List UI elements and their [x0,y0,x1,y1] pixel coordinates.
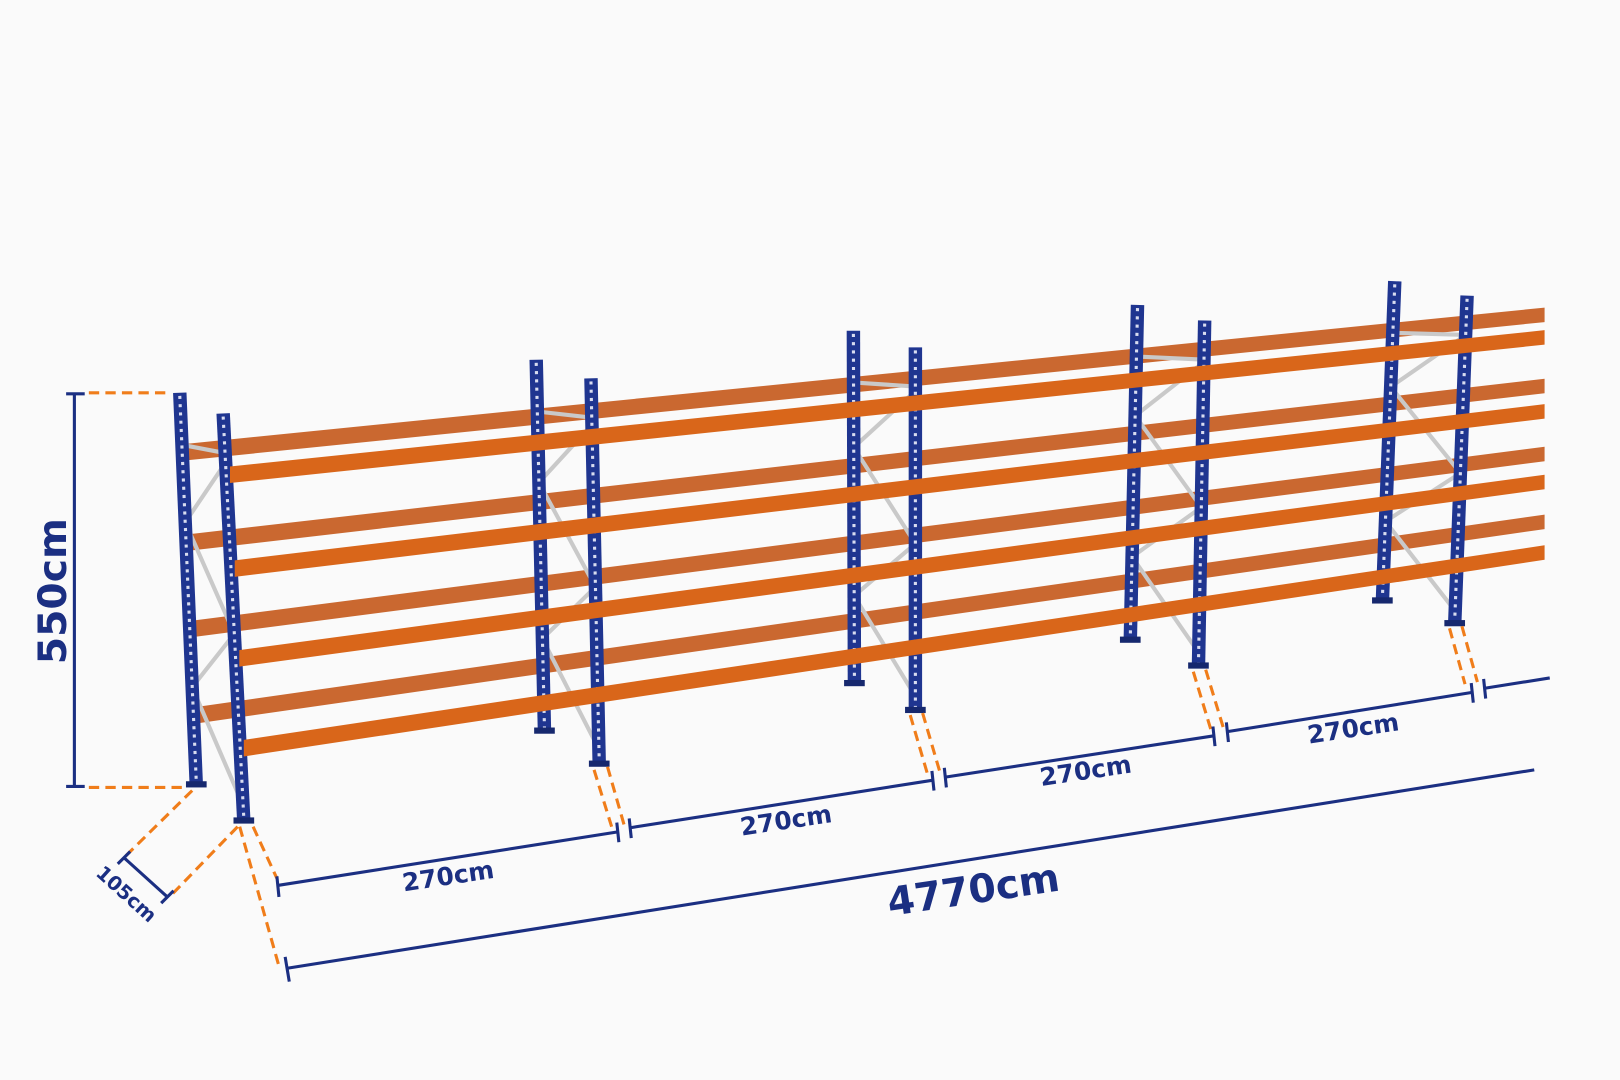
beam-f-level-2 [234,404,1545,577]
bay-label-4: 270cm [1305,707,1401,749]
frame-bracing-top [1394,330,1468,337]
frame-1 [173,392,255,824]
extension-dashes [88,391,1479,967]
upright [1123,304,1145,641]
depth-label: 105cm [91,861,161,927]
upright-footplate [185,781,207,788]
bay-label-2: 270cm [738,799,834,841]
beam-b-level-4 [197,514,1545,724]
frame-bracing-top [535,409,592,420]
upright-footplate [844,679,865,687]
height-label: 550cm [31,518,76,664]
upright-footplate [534,727,555,734]
bay-label-3: 270cm [1038,750,1134,792]
upright-holes [221,416,246,819]
front-beams [229,330,1545,757]
height-dimension [66,392,85,788]
upright-footplate [1372,597,1393,604]
upright-holes [1380,284,1397,599]
upright-footplate [1444,620,1466,627]
upright-holes [534,362,547,729]
total-length-label: 4770cm [884,856,1062,926]
upright-footplate [233,817,255,824]
upright-holes [1128,308,1140,638]
upright-footplate [588,760,610,767]
dimension-lines [116,676,1550,982]
frame-bracing-top [853,380,916,389]
beam-f-level-3 [239,474,1545,667]
bay-label-1: 270cm [400,855,496,897]
frame-bracing-top [1137,354,1205,362]
upright-footplate [1188,662,1209,669]
beam-f-level-4 [243,545,1545,757]
upright-footplate [905,706,926,714]
upright-holes [851,333,856,682]
upright-footplate [1119,636,1141,643]
beam-f-level-1 [229,330,1545,484]
